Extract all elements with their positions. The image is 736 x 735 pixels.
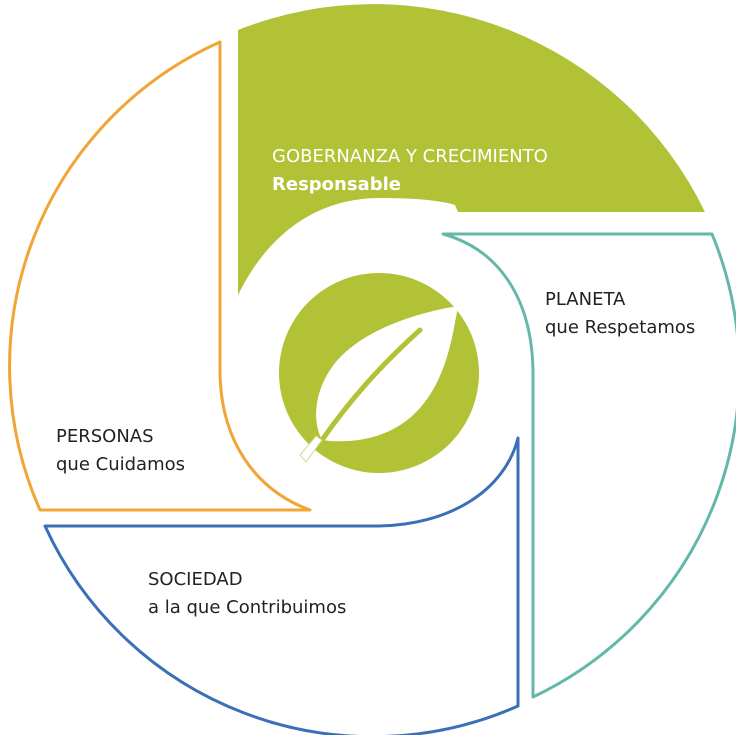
leaf-icon (299, 306, 458, 463)
segment-planet-shape (441, 232, 736, 699)
people-subtitle: que Cuidamos (56, 454, 185, 475)
segment-governance-shape (238, 4, 705, 295)
segment-society-shape (43, 436, 520, 735)
center-emblem (279, 273, 479, 473)
segment-society: SOCIEDAD a la que Contribuimos (43, 436, 520, 735)
segment-governance: GOBERNANZA Y CRECIMIENTO Responsable (238, 4, 705, 295)
governance-title: GOBERNANZA Y CRECIMIENTO (272, 146, 548, 167)
segment-planet: PLANETA que Respetamos (441, 232, 736, 699)
society-title: SOCIEDAD (148, 569, 243, 590)
governance-subtitle: Responsable (272, 174, 401, 195)
people-title: PERSONAS (56, 426, 154, 447)
society-subtitle: a la que Contribuimos (148, 597, 346, 618)
planet-subtitle: que Respetamos (545, 317, 695, 338)
segment-people-shape (8, 40, 312, 512)
planet-title: PLANETA (545, 289, 626, 310)
segment-people: PERSONAS que Cuidamos (8, 40, 312, 512)
